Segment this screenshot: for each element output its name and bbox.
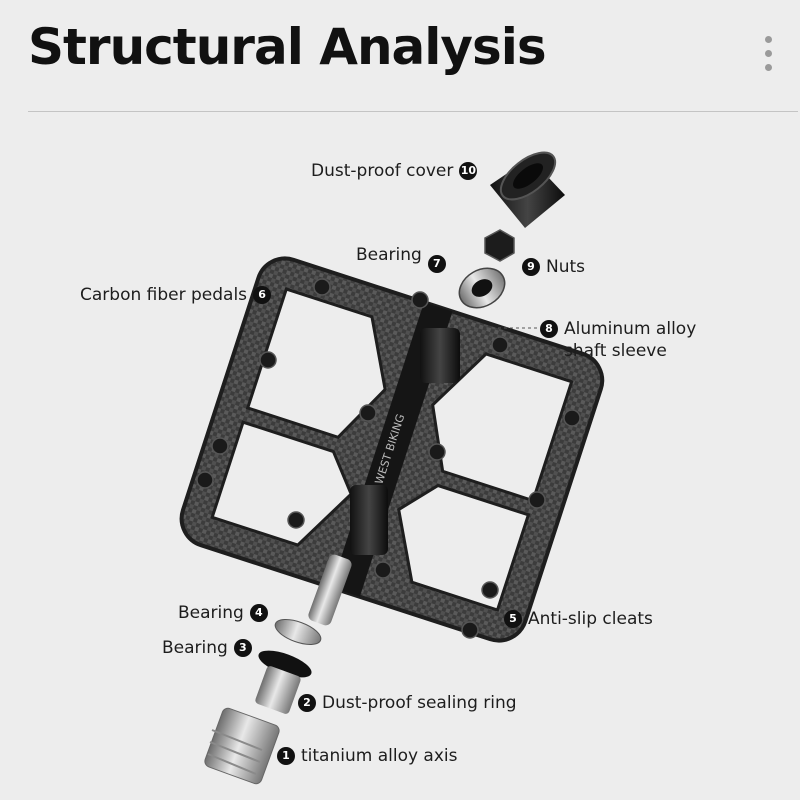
more-vertical-icon[interactable] — [758, 36, 778, 80]
part-label-10: Dust-proof cover 10 — [311, 161, 478, 181]
part-number-7: 7 — [427, 255, 446, 273]
part-label-1: 1 titanium alloy axis — [277, 745, 458, 767]
carbon-pedal-body — [179, 256, 605, 643]
part-number-6: 6 — [253, 286, 272, 304]
part-number-5: 5 — [504, 610, 522, 628]
part-number-10: 10 — [459, 162, 478, 180]
part-label-2: 2 Dust-proof sealing ring — [298, 692, 517, 714]
titanium-axle — [204, 554, 352, 785]
header-divider — [28, 111, 798, 112]
part-number-9: 9 — [522, 258, 540, 276]
part-number-4: 4 — [249, 604, 268, 622]
shaft-sleeve-lower — [350, 485, 388, 555]
part-number-1: 1 — [277, 747, 295, 765]
part-label-7: Bearing 7 — [356, 237, 446, 273]
shaft-sleeve-upper — [420, 328, 460, 383]
part-number-2: 2 — [298, 694, 316, 712]
part-label-8: 8 Aluminum alloy shaft sleeve — [540, 318, 696, 362]
part-label-9: 9 Nuts — [522, 256, 585, 278]
anti-slip-cleats — [196, 278, 581, 639]
part-label-3: Bearing 3 — [162, 637, 252, 659]
part-number-8: 8 — [540, 320, 558, 338]
page-title: Structural Analysis — [28, 18, 547, 76]
part-label-4: Bearing 4 — [178, 602, 268, 624]
bearing-upper — [458, 267, 506, 309]
part-label-6: Carbon fiber pedals 6 — [80, 284, 272, 306]
part-label-5: 5 Anti-slip cleats — [504, 608, 653, 630]
part-number-3: 3 — [233, 639, 252, 657]
nut — [484, 229, 515, 262]
dust-proof-cover — [490, 151, 565, 228]
